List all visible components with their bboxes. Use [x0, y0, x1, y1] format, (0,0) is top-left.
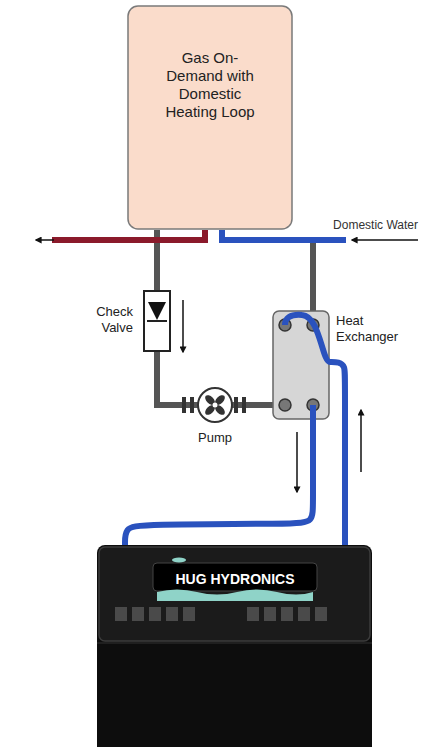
pipe-label: Domestic Water: [333, 218, 418, 232]
valve-seat: [147, 320, 167, 322]
valve-triangle: [148, 302, 166, 320]
node-label: Check Valve: [83, 304, 133, 335]
impeller-blade: [213, 393, 226, 406]
flow-arrow: [182, 300, 184, 352]
panel-button: [149, 607, 161, 621]
flange: [182, 397, 186, 413]
control-panel: [99, 547, 370, 641]
impeller-blade: [203, 393, 216, 406]
boiler-housing: [97, 545, 372, 747]
panel-button: [315, 607, 327, 621]
node-label: Pump: [178, 430, 252, 446]
exchanger-plate: [273, 311, 329, 419]
cold-water-pipe: [222, 230, 346, 240]
hot-outlet-arrow: [36, 239, 54, 241]
flange: [242, 397, 246, 413]
flow-arrow: [296, 432, 298, 492]
panel-button: [281, 607, 293, 621]
node-label: Gas On-Demand with Domestic Heating Loop: [162, 49, 258, 121]
valve-body: [144, 291, 170, 351]
pipe-connector: [252, 402, 272, 408]
loop-tube: [285, 315, 330, 362]
panel-button: [132, 607, 144, 621]
shape-outline: [143, 290, 171, 352]
panel-button: [264, 607, 276, 621]
impeller-hub: [213, 403, 218, 408]
pump-pipe: [178, 402, 252, 408]
port: [279, 399, 291, 411]
node-label: HUG HYDRONICS: [153, 565, 317, 593]
panel-button: [183, 607, 195, 621]
boiler-unit: HUG HYDRONICS: [97, 545, 372, 747]
panel-button: [115, 607, 127, 621]
flange: [234, 397, 238, 413]
flange: [190, 397, 194, 413]
loop-tube: [310, 405, 316, 420]
pump-symbol: Pump: [178, 386, 252, 424]
node-label: Heat Exchanger: [336, 313, 408, 344]
panel-button: [247, 607, 259, 621]
heat-exchanger: Heat Exchanger: [272, 310, 330, 420]
shape-outline: [272, 310, 330, 420]
heater-housing: [128, 6, 292, 229]
shape-outline: [178, 386, 252, 424]
water-wave: [157, 590, 313, 602]
impeller-blade: [213, 403, 226, 416]
cold-inlet-arrow: [352, 239, 418, 241]
pipe-connector: [330, 362, 345, 545]
check-valve: Check Valve: [143, 290, 171, 352]
flow-arrow: [360, 410, 362, 472]
pump-casing: [198, 388, 232, 422]
panel-button: [298, 607, 310, 621]
impeller-blade: [203, 403, 216, 416]
housing-seam: [97, 643, 372, 644]
pipe-connector: [157, 352, 178, 405]
pipe-connector: [125, 420, 313, 545]
panel-button: [166, 607, 178, 621]
water-heater-box: Gas On-Demand with Domestic Heating Loop: [127, 5, 293, 230]
water-drop: [172, 558, 186, 563]
hot-water-pipe: [52, 230, 205, 240]
